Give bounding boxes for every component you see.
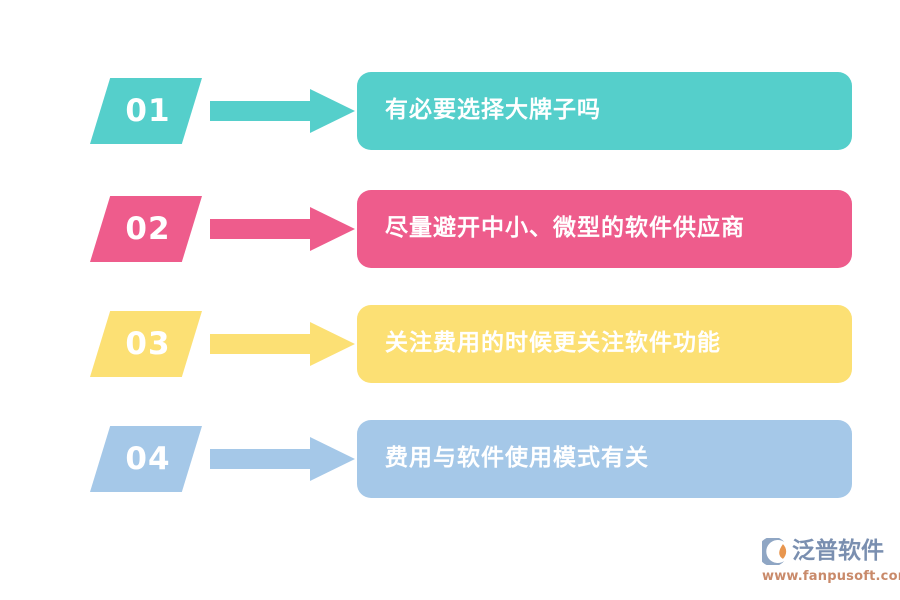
step-number-label: 03 bbox=[125, 325, 171, 362]
step-content-panel-02: 尽量避开中小、微型的软件供应商 bbox=[357, 190, 852, 268]
step-content-panel-03: 关注费用的时候更关注软件功能 bbox=[357, 305, 852, 383]
step-content-label: 有必要选择大牌子吗 bbox=[385, 97, 601, 124]
step-number-badge-03: 03 bbox=[90, 311, 202, 377]
step-number-label: 02 bbox=[125, 210, 171, 247]
arrow-head bbox=[310, 207, 355, 251]
step-content-label: 费用与软件使用模式有关 bbox=[385, 445, 649, 472]
arrow-icon-01 bbox=[210, 89, 355, 133]
arrow-head bbox=[310, 89, 355, 133]
step-content-label: 尽量避开中小、微型的软件供应商 bbox=[385, 215, 745, 242]
infographic-row: 01 有必要选择大牌子吗 bbox=[0, 72, 900, 150]
step-number-badge-01: 01 bbox=[90, 78, 202, 144]
arrow-head bbox=[310, 437, 355, 481]
infographic-row: 04 费用与软件使用模式有关 bbox=[0, 420, 900, 498]
arrow-icon-02 bbox=[210, 207, 355, 251]
watermark-url-label: www.fanpusoft.com bbox=[762, 569, 900, 584]
infographic-row: 02 尽量避开中小、微型的软件供应商 bbox=[0, 190, 900, 268]
step-number-badge-04: 04 bbox=[90, 426, 202, 492]
step-content-panel-01: 有必要选择大牌子吗 bbox=[357, 72, 852, 150]
step-number-label: 04 bbox=[125, 440, 171, 477]
arrow-shaft bbox=[210, 334, 318, 354]
arrow-icon-03 bbox=[210, 322, 355, 366]
arrow-shaft bbox=[210, 219, 318, 239]
step-number-label: 01 bbox=[125, 92, 171, 129]
fanpu-logo-icon bbox=[762, 537, 787, 565]
step-content-label: 关注费用的时候更关注软件功能 bbox=[385, 330, 721, 357]
arrow-shaft bbox=[210, 449, 318, 469]
watermark-brand-row: 泛普软件 bbox=[762, 535, 894, 567]
infographic-row: 03 关注费用的时候更关注软件功能 bbox=[0, 305, 900, 383]
watermark: 泛普软件 www.fanpusoft.com bbox=[762, 535, 900, 587]
arrow-head bbox=[310, 322, 355, 366]
step-content-panel-04: 费用与软件使用模式有关 bbox=[357, 420, 852, 498]
arrow-shaft bbox=[210, 101, 318, 121]
watermark-brand-label: 泛普软件 bbox=[792, 537, 884, 564]
step-number-badge-02: 02 bbox=[90, 196, 202, 262]
arrow-icon-04 bbox=[210, 437, 355, 481]
